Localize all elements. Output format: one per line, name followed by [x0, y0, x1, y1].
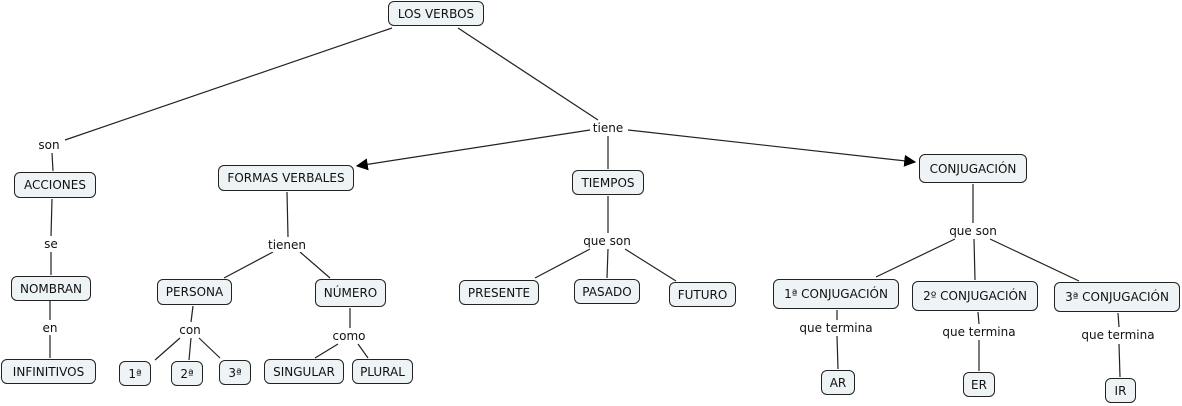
concept-primera-conjugacion[interactable]: 1ª CONJUGACIÓN: [773, 279, 899, 309]
concept-plural[interactable]: PLURAL: [352, 359, 413, 384]
link-label-se: se: [42, 237, 60, 251]
link-label-en: en: [40, 321, 60, 335]
link-label-son: son: [36, 138, 62, 152]
concept-nombran[interactable]: NOMBRAN: [11, 276, 91, 301]
link-label-tiene: tiene: [590, 121, 626, 135]
concept-segunda-persona[interactable]: 2ª: [171, 361, 203, 386]
concept-segunda-conjugacion[interactable]: 2º CONJUGACIÓN: [912, 281, 1038, 311]
concept-numero[interactable]: NÚMERO: [315, 279, 386, 307]
concept-los-verbos[interactable]: LOS VERBOS: [388, 1, 484, 26]
link-label-que-termina: que termina: [1079, 328, 1157, 342]
link-label-que-termina: que termina: [797, 321, 875, 335]
concept-tiempos[interactable]: TIEMPOS: [572, 170, 644, 195]
link-label-que-termina: que termina: [940, 325, 1018, 339]
concept-primera-persona[interactable]: 1ª: [119, 361, 151, 386]
concept-ar[interactable]: AR: [821, 370, 855, 395]
concept-er[interactable]: ER: [963, 372, 995, 397]
concept-conjugacion[interactable]: CONJUGACIÓN: [919, 154, 1027, 183]
concept-formas-verbales[interactable]: FORMAS VERBALES: [218, 165, 354, 191]
concept-tercera-persona[interactable]: 3ª: [219, 360, 251, 385]
concept-tercera-conjugacion[interactable]: 3ª CONJUGACIÓN: [1054, 282, 1180, 312]
link-label-con: con: [177, 323, 203, 337]
link-label-como: como: [330, 329, 368, 343]
link-label-que-son: que son: [947, 224, 999, 238]
concept-acciones[interactable]: ACCIONES: [14, 172, 96, 198]
concept-persona[interactable]: PERSONA: [157, 279, 232, 305]
concept-infinitivos[interactable]: INFINITIVOS: [1, 359, 96, 384]
link-label-tienen: tienen: [265, 238, 309, 252]
concept-futuro[interactable]: FUTURO: [669, 282, 736, 307]
concept-presente[interactable]: PRESENTE: [459, 280, 539, 305]
concept-ir[interactable]: IR: [1105, 378, 1136, 403]
concept-pasado[interactable]: PASADO: [574, 279, 640, 304]
concept-singular[interactable]: SINGULAR: [264, 359, 344, 384]
link-label-que-son: que son: [581, 234, 633, 248]
